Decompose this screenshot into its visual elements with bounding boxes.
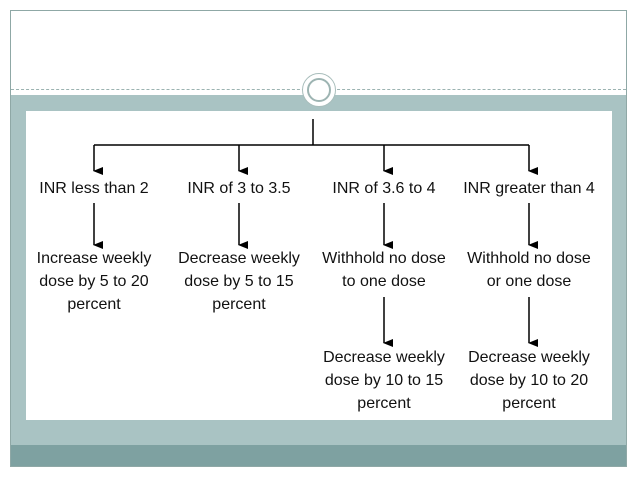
node-condition-inr-less-than-2: INR less than 2 [39,180,149,197]
node-followup-decrease-10-20: Decrease weekly dose by 10 to 20 percent [468,346,590,415]
node-text-line: dose by 5 to 20 [39,273,149,290]
node-text-line: dose by 10 to 20 [469,372,589,389]
node-text-line: Decrease weekly [468,349,590,366]
node-action-decrease-weekly-dose-5-15: Decrease weekly dose by 5 to 15 percent [178,247,300,316]
circle-ornament-icon [302,73,336,107]
node-text-line: Decrease weekly [323,349,445,366]
circle-ornament-ring [307,78,331,102]
node-text-line: dose by 5 to 15 [184,273,294,290]
node-action-withhold-to-one-dose: Withhold no dose to one dose [322,247,446,293]
node-text-line: percent [357,395,411,412]
node-text-line: Withhold no dose [322,250,446,267]
node-text-line: percent [67,296,121,313]
node-text-line: percent [212,296,266,313]
node-text-line: dose by 10 to 15 [324,372,444,389]
node-text-line: Increase weekly [36,250,152,267]
node-text-line: Decrease weekly [178,250,300,267]
node-text-line: percent [502,395,556,412]
node-followup-decrease-10-15: Decrease weekly dose by 10 to 15 percent [323,346,445,415]
node-text-line: or one dose [486,273,572,290]
node-action-increase-weekly-dose: Increase weekly dose by 5 to 20 percent [37,247,152,316]
flowchart-panel [26,111,612,420]
node-text-line: Withhold no dose [467,250,591,267]
node-text-line: to one dose [342,273,426,290]
node-condition-inr-3-to-3-5: INR of 3 to 3.5 [187,180,291,197]
node-condition-inr-3-6-to-4: INR of 3.6 to 4 [332,180,436,197]
footer-band [11,445,626,466]
node-action-withhold-or-one-dose: Withhold no dose or one dose [467,247,591,293]
node-condition-inr-greater-than-4: INR greater than 4 [463,180,595,197]
